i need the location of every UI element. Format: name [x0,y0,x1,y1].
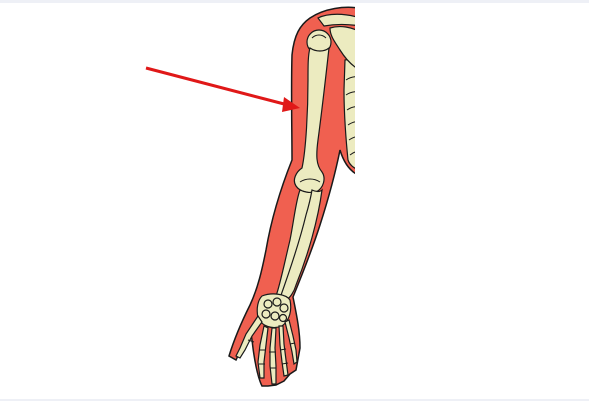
shoulder-bones [306,13,355,68]
radius-bone [279,188,323,301]
bottom-border-strip [0,399,589,401]
ribcage [343,58,355,169]
arm-outline [228,6,355,387]
hand-bones [235,293,298,385]
top-border-strip [0,0,589,3]
pointer-arrow [145,66,300,112]
